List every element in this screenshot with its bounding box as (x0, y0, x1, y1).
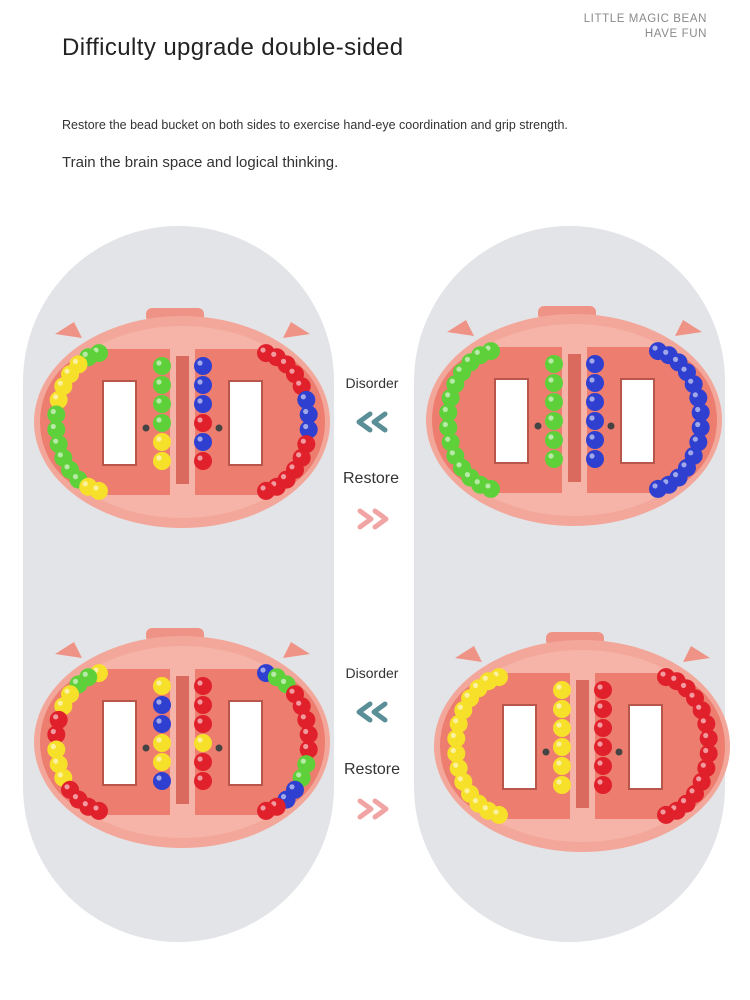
toy-top-restored (422, 302, 727, 527)
toy-bottom-disordered (30, 624, 335, 849)
bead-puzzle-toy-image (434, 632, 730, 852)
brand-line-2: HAVE FUN (644, 28, 707, 40)
disorder-label-bottom: Disorder (345, 665, 399, 681)
double-chevron-left-icon (350, 410, 400, 434)
brand-logo: LITTLE MAGIC BEAN HAVE FUN (584, 12, 707, 42)
subdescription: Train the brain space and logical thinki… (62, 154, 339, 171)
restore-label-bottom: Restore (343, 761, 401, 778)
bead-puzzle-toy-image (34, 308, 330, 528)
toy-top-disordered (30, 304, 335, 529)
toy-bottom-restored (430, 628, 735, 853)
description: Restore the bead bucket on both sides to… (62, 118, 568, 132)
bead-puzzle-toy-image (426, 306, 722, 526)
page-title: Difficulty upgrade double-sided (62, 34, 404, 61)
bead-puzzle-toy-image (34, 628, 330, 848)
disorder-label-top: Disorder (345, 375, 399, 391)
restore-label-top: Restore (342, 470, 400, 487)
double-chevron-right-icon (350, 507, 400, 531)
double-chevron-left-icon (350, 700, 400, 724)
brand-line-1: LITTLE MAGIC BEAN (583, 13, 707, 25)
double-chevron-right-icon (350, 797, 400, 821)
